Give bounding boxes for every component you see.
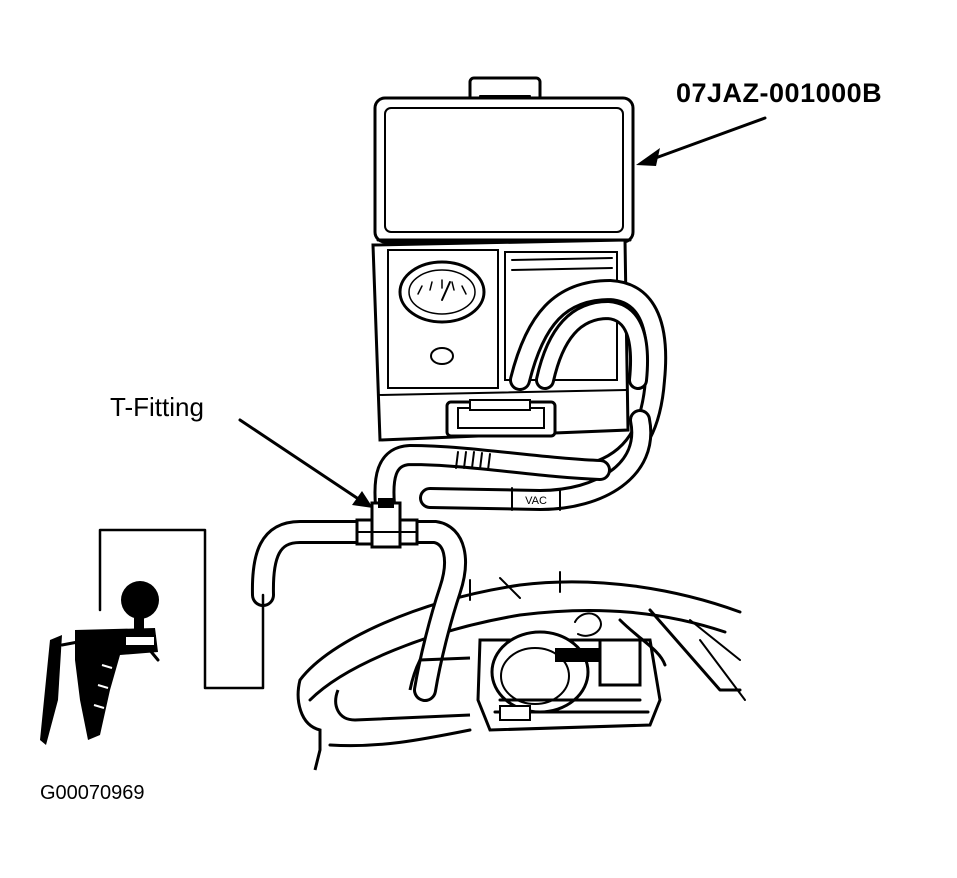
engine-assembly — [296, 571, 746, 771]
t-fitting-assembly — [250, 498, 471, 702]
vac-tag-label: VAC — [525, 495, 547, 507]
gauge-hose — [373, 443, 611, 516]
figure-id-label: G00070969 — [40, 782, 145, 804]
t-fitting-label: T-Fitting — [110, 392, 204, 422]
part-number-arrow — [636, 116, 767, 166]
hand-vacuum-pump — [40, 528, 265, 745]
vac-hose: VAC — [419, 409, 653, 512]
part-number-label: 07JAZ-001000B — [676, 78, 883, 108]
t-fitting-arrow — [238, 418, 373, 508]
vacuum-gauge-case — [371, 76, 635, 442]
